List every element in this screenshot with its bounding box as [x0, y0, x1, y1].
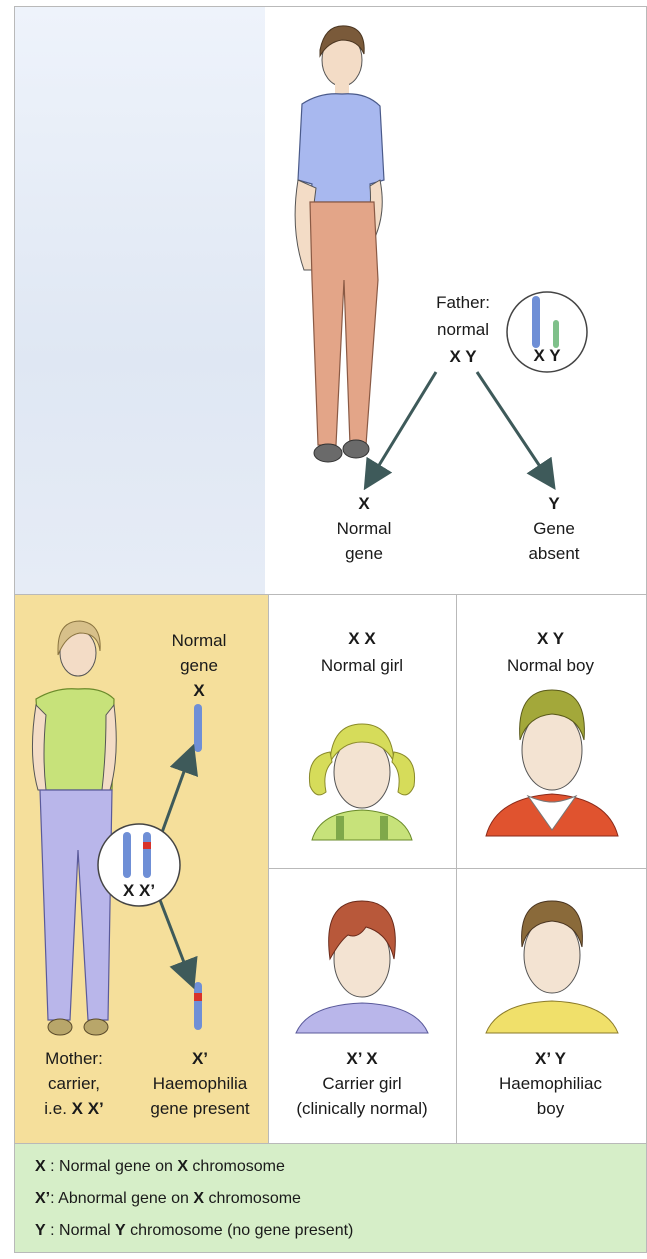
offspring-carrier-girl-label: Carrier girl	[268, 1073, 456, 1095]
mother-gamete-xprime-symbol: X’	[140, 1048, 260, 1070]
normal-girl-face	[292, 712, 432, 840]
mother-gamete-xprime-line1: Haemophilia	[140, 1073, 260, 1095]
haemophiliac-boy-face	[482, 893, 622, 1033]
offspring-haemophiliac-boy-label: Haemophiliac	[456, 1073, 645, 1095]
normal-boy-face	[482, 680, 622, 836]
mother-label-line2: carrier,	[24, 1073, 124, 1095]
offspring-haemophiliac-boy-genotype: X’ Y	[456, 1048, 645, 1070]
offspring-haemophiliac-boy-note: boy	[456, 1098, 645, 1120]
mother-gamete-xprime-mutation	[194, 993, 202, 1001]
mother-label-line3: i.e. X X’	[24, 1098, 124, 1120]
legend-row-normal-y: Y : Normal Y chromosome (no gene present…	[35, 1222, 353, 1240]
offspring-normal-boy-label: Normal boy	[456, 655, 645, 677]
offspring-normal-boy-genotype: X Y	[456, 628, 645, 650]
mother-gamete-xprime-chromosome	[194, 982, 202, 1030]
legend-row-abnormal-x: X’: Abnormal gene on X chromosome	[35, 1190, 301, 1208]
offspring-carrier-girl-genotype: X’ X	[268, 1048, 456, 1070]
offspring-normal-girl-label: Normal girl	[268, 655, 456, 677]
mother-label-line1: Mother:	[24, 1048, 124, 1070]
offspring-normal-girl-genotype: X X	[268, 628, 456, 650]
carrier-girl-face	[292, 893, 432, 1033]
legend-box: X : Normal gene on X chromosome X’: Abno…	[14, 1143, 647, 1253]
legend-row-normal-x: X : Normal gene on X chromosome	[35, 1158, 285, 1176]
mother-circle-label: X X’	[108, 880, 170, 902]
mother-gamete-x-chromosome	[194, 704, 202, 752]
offspring-carrier-girl-note: (clinically normal)	[268, 1098, 456, 1120]
arrow-to-mother-xprime	[160, 900, 190, 978]
mother-gamete-xprime-line2: gene present	[134, 1098, 266, 1120]
